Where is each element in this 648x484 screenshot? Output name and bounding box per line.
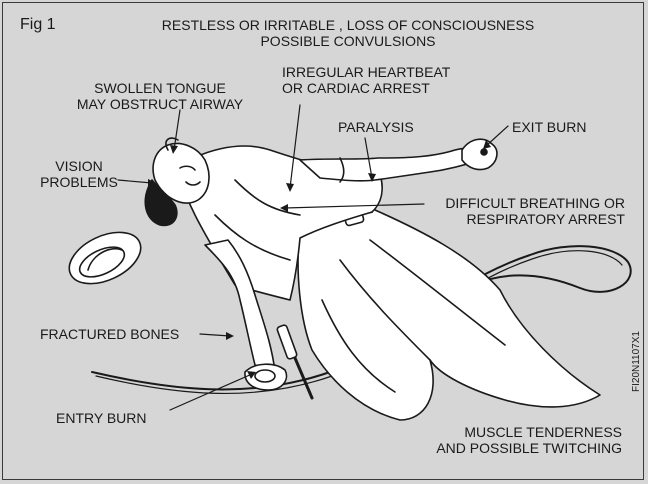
hand-exit-burn (462, 139, 497, 169)
label-restless: RESTLESS OR IRRITABLE , LOSS OF CONSCIOU… (118, 17, 578, 49)
figure-code: FI20N1107X1 (631, 331, 642, 392)
label-paralysis: PARALYSIS (338, 119, 414, 135)
label-muscle-tenderness: MUSCLE TENDERNESS AND POSSIBLE TWITCHING (420, 424, 622, 456)
label-vision-problems-line1: VISION (34, 158, 124, 174)
label-swollen-tongue-line2: MAY OBSTRUCT AIRWAY (55, 96, 265, 112)
label-difficult-breathing-line1: DIFFICULT BREATHING OR (420, 195, 625, 211)
label-entry-burn: ENTRY BURN (56, 410, 147, 426)
label-muscle-tenderness-line2: AND POSSIBLE TWITCHING (420, 440, 622, 456)
label-swollen-tongue-line1: SWOLLEN TONGUE (55, 80, 265, 96)
arrow-fractured (200, 334, 230, 336)
label-exit-burn: EXIT BURN (512, 119, 586, 135)
label-irregular-heartbeat-line1: IRREGULAR HEARTBEAT (282, 64, 450, 80)
arrow-entry-burn (170, 374, 252, 410)
label-swollen-tongue: SWOLLEN TONGUE MAY OBSTRUCT AIRWAY (55, 80, 265, 112)
legs-outline (298, 209, 600, 420)
figure-label: Fig 1 (20, 17, 56, 33)
hard-hat-icon (61, 222, 148, 294)
label-difficult-breathing: DIFFICULT BREATHING OR RESPIRATORY ARRES… (420, 195, 625, 227)
upper-arm-raised (300, 149, 480, 181)
label-muscle-tenderness-line1: MUSCLE TENDERNESS (420, 424, 622, 440)
label-irregular-heartbeat-line2: OR CARDIAC ARREST (282, 80, 450, 96)
label-irregular-heartbeat: IRREGULAR HEARTBEAT OR CARDIAC ARREST (282, 64, 450, 96)
label-vision-problems: VISION PROBLEMS (34, 158, 124, 190)
arrow-exit-burn (486, 126, 508, 146)
label-difficult-breathing-line2: RESPIRATORY ARREST (420, 211, 625, 227)
label-restless-line2: POSSIBLE CONVULSIONS (118, 33, 578, 49)
label-restless-line1: RESTLESS OR IRRITABLE , LOSS OF CONSCIOU… (118, 17, 578, 33)
label-fractured-bones: FRACTURED BONES (40, 326, 179, 342)
label-vision-problems-line2: PROBLEMS (34, 174, 124, 190)
